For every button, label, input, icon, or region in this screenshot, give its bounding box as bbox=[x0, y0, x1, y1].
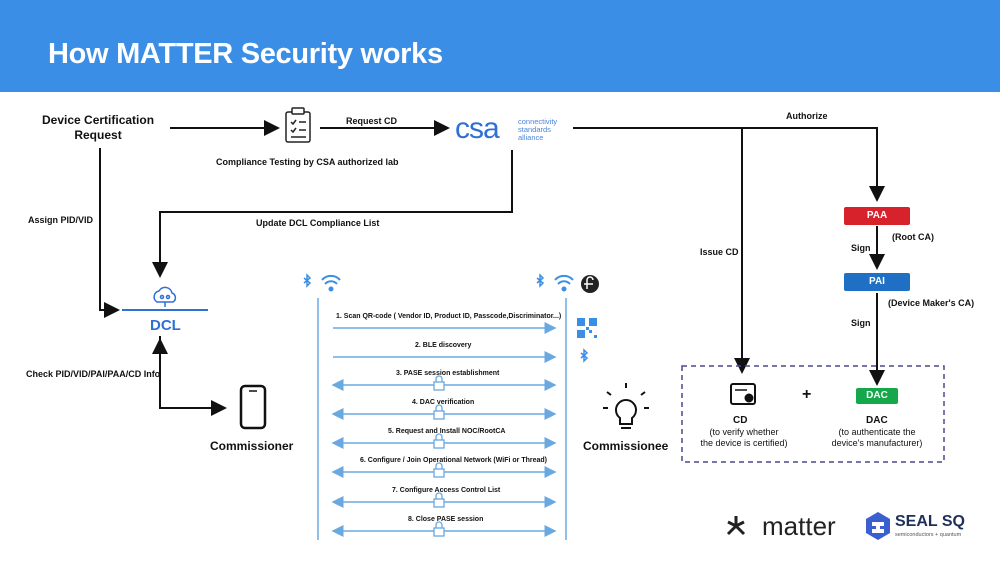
step-label-6: 6. Configure / Join Operational Network … bbox=[360, 457, 548, 464]
arrow-assign-pid bbox=[99, 148, 120, 318]
cd-desc: (to verify whether the device is certifi… bbox=[700, 427, 788, 448]
arrow-check-info bbox=[159, 336, 227, 416]
sign-label-1: Sign bbox=[851, 243, 871, 253]
lock-icon-4 bbox=[433, 404, 445, 420]
lock-icon-8 bbox=[433, 521, 445, 537]
page-title: How MATTER Security works bbox=[48, 38, 443, 70]
matter-logo-icon bbox=[726, 516, 746, 536]
pai-badge: PAI bbox=[844, 273, 910, 291]
step-label-3: 3. PASE session establishment bbox=[396, 370, 500, 377]
commissioner-label: Commissioner bbox=[210, 439, 294, 453]
authorize-label: Authorize bbox=[786, 111, 828, 121]
lock-icon-3 bbox=[433, 375, 445, 391]
dac-desc: (to authenticate the device's manufactur… bbox=[831, 427, 923, 448]
csa-tagline: connectivity standards alliance bbox=[518, 117, 558, 142]
lock-icon-6 bbox=[433, 462, 445, 478]
dac-label: DAC bbox=[866, 415, 888, 426]
lightbulb-icon bbox=[603, 383, 649, 429]
certificate-box bbox=[681, 365, 945, 463]
phone-icon bbox=[239, 384, 267, 430]
wifi-icon-right bbox=[554, 274, 574, 292]
paa-note: (Root CA) bbox=[892, 232, 934, 242]
arrow-authorize bbox=[573, 127, 885, 202]
plus-sign: + bbox=[802, 386, 812, 403]
step-label-4: 4. DAC verification bbox=[412, 399, 475, 406]
compliance-testing-label: Compliance Testing by CSA authorized lab bbox=[216, 157, 399, 167]
lock-icon-7 bbox=[433, 492, 445, 508]
title-bar: How MATTER Security works bbox=[0, 0, 1000, 92]
csa-logo: csa bbox=[455, 112, 500, 145]
clipboard-icon bbox=[285, 107, 311, 143]
step-label-8: 8. Close PASE session bbox=[408, 516, 484, 523]
commissionee-label: Commissionee bbox=[583, 439, 669, 453]
dcl-label: DCL bbox=[150, 317, 181, 334]
assign-pid-label: Assign PID/VID bbox=[28, 215, 94, 225]
bluetooth-icon-right bbox=[536, 273, 545, 288]
arrow-update-dcl bbox=[152, 150, 513, 278]
pai-note: (Device Maker's CA) bbox=[888, 298, 975, 308]
issue-cd-label: Issue CD bbox=[700, 247, 739, 257]
bluetooth-icon-step bbox=[580, 348, 589, 363]
sealsq-logo-icon bbox=[866, 512, 890, 540]
paa-badge: PAA bbox=[844, 207, 910, 225]
certificate-icon bbox=[730, 383, 756, 405]
cloud-icon bbox=[153, 286, 177, 307]
sealsq-logo: SEAL SQ bbox=[895, 513, 965, 530]
step-label-7: 7. Configure Access Control List bbox=[392, 487, 501, 494]
thread-icon bbox=[581, 275, 599, 293]
request-cd-label: Request CD bbox=[346, 116, 398, 126]
lock-icon-5 bbox=[433, 433, 445, 449]
sign-label-2: Sign bbox=[851, 318, 871, 328]
step-label-5: 5. Request and Install NOC/RootCA bbox=[388, 428, 506, 435]
lock-icons bbox=[433, 375, 445, 537]
device-cert-request: Device Certification Request bbox=[42, 113, 155, 142]
sealsq-tagline: semiconductors + quantum bbox=[895, 532, 962, 538]
wifi-icon-left bbox=[321, 274, 341, 292]
step-label-1: 1. Scan QR-code ( Vendor ID, Product ID,… bbox=[336, 313, 562, 320]
matter-logo: matter bbox=[762, 511, 836, 541]
cd-label: CD bbox=[733, 415, 748, 426]
check-info-label: Check PID/VID/PAI/PAA/CD Info bbox=[26, 369, 161, 379]
dac-badge: DAC bbox=[856, 388, 898, 404]
bluetooth-icon-left bbox=[303, 273, 312, 288]
update-dcl-label: Update DCL Compliance List bbox=[256, 218, 380, 228]
qr-code-icon bbox=[577, 318, 597, 338]
step-label-2: 2. BLE discovery bbox=[415, 342, 472, 349]
